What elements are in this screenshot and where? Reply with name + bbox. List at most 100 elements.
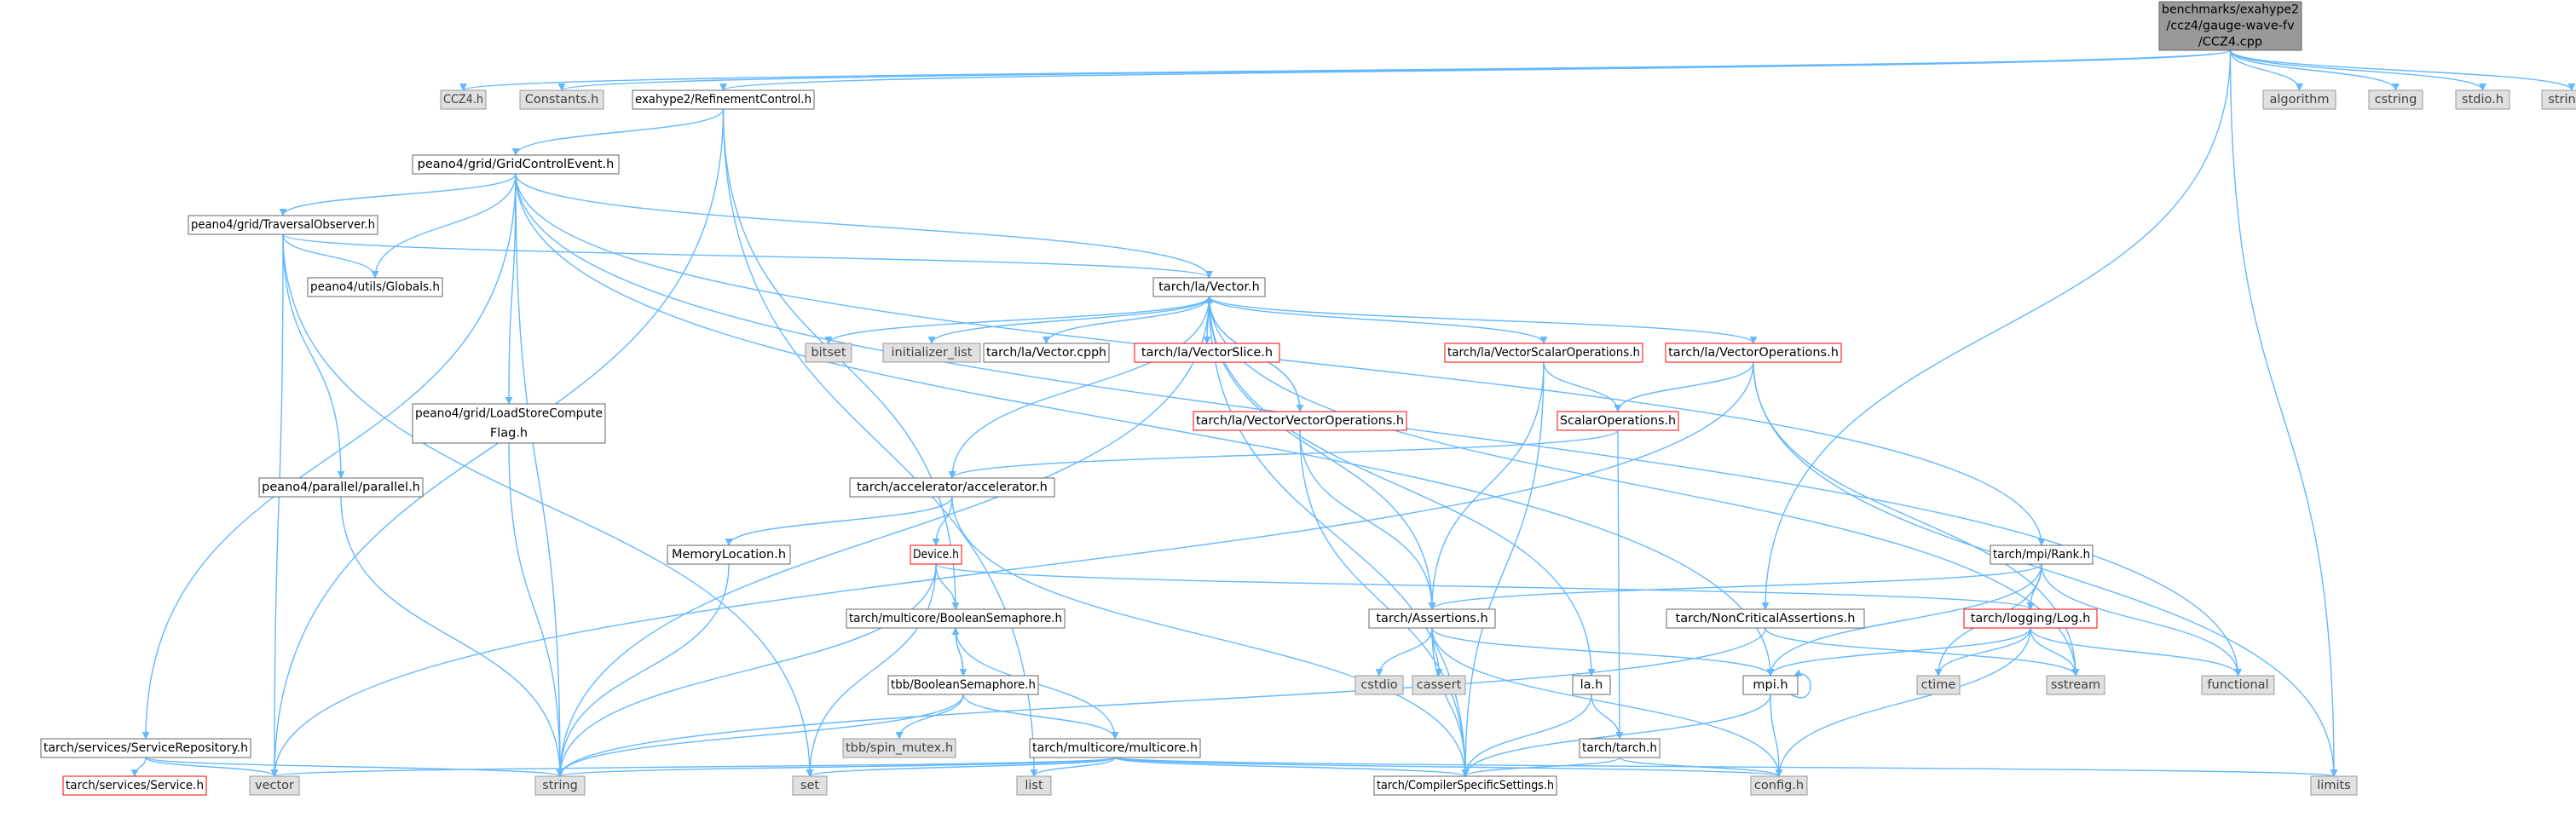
node-box bbox=[1373, 775, 1557, 796]
node-cstring[interactable]: cstring bbox=[2368, 89, 2423, 110]
node-box bbox=[1750, 775, 1808, 796]
edge-lah-to-compiler bbox=[1461, 694, 1592, 777]
node-box bbox=[1152, 277, 1266, 297]
edge-root-to-stdio bbox=[2229, 49, 2486, 91]
node-limits[interactable]: limits bbox=[2310, 775, 2358, 796]
node-vectorcpph[interactable]: tarch/la/Vector.cpph bbox=[983, 343, 1110, 363]
node-device[interactable]: Device.h bbox=[910, 544, 962, 565]
node-functional[interactable]: functional bbox=[2201, 675, 2275, 695]
edge-travobs-to-vector bbox=[282, 233, 1213, 279]
node-initlist[interactable]: initializer_list bbox=[882, 343, 981, 363]
node-label: tarch/logging/Log.h bbox=[1971, 612, 2091, 625]
node-box bbox=[792, 775, 828, 796]
node-root[interactable]: benchmarks/exahype2/ccz4/gauge-wave-fv/C… bbox=[2158, 1, 2302, 51]
node-scalarops[interactable]: ScalarOperations.h bbox=[1557, 411, 1679, 431]
edge-vector-to-vecscalar bbox=[1208, 296, 1548, 344]
node-label: cstdio bbox=[1360, 678, 1397, 692]
node-bitset[interactable]: bitset bbox=[805, 343, 852, 363]
node-label: Device.h bbox=[913, 548, 959, 562]
node-ctime[interactable]: ctime bbox=[1916, 675, 1961, 695]
node-string[interactable]: string bbox=[534, 775, 586, 796]
node-box bbox=[1444, 343, 1643, 363]
node-assertions[interactable]: tarch/Assertions.h bbox=[1368, 608, 1496, 629]
node-travobs[interactable]: peano4/grid/TraversalObserver.h bbox=[188, 215, 378, 235]
node-stringh[interactable]: string.h bbox=[2541, 89, 2576, 110]
node-sstream[interactable]: sstream bbox=[2046, 675, 2105, 695]
node-label: stdio.h bbox=[2462, 93, 2504, 107]
node-service[interactable]: tarch/services/Service.h bbox=[62, 775, 207, 796]
edge-vector-to-compiler bbox=[1208, 296, 1470, 777]
node-vecscalar[interactable]: tarch/la/VectorScalarOperations.h bbox=[1444, 343, 1643, 363]
node-vecvec[interactable]: tarch/la/VectorVectorOperations.h bbox=[1193, 411, 1407, 431]
node-tbbsem[interactable]: tbb/BooleanSemaphore.h bbox=[887, 675, 1039, 695]
node-cassert[interactable]: cassert bbox=[1412, 675, 1466, 695]
node-lah[interactable]: la.h bbox=[1572, 675, 1611, 695]
node-label: tarch/services/Service.h bbox=[66, 779, 204, 792]
node-config[interactable]: config.h bbox=[1750, 775, 1808, 796]
node-vectorslice[interactable]: tarch/la/VectorSlice.h bbox=[1134, 343, 1280, 363]
node-vectorstd[interactable]: vector bbox=[249, 775, 300, 796]
node-mpih[interactable]: mpi.h bbox=[1742, 675, 1799, 695]
edge-travobs-to-parallel bbox=[282, 233, 345, 479]
node-label: initializer_list bbox=[892, 346, 973, 360]
node-box bbox=[667, 544, 791, 565]
edge-noncrit-to-string bbox=[556, 627, 1766, 777]
node-servrepo[interactable]: tarch/services/ServiceRepository.h bbox=[40, 738, 251, 758]
node-ccz4h[interactable]: CCZ4.h bbox=[440, 89, 487, 110]
node-vecops[interactable]: tarch/la/VectorOperations.h bbox=[1665, 343, 1842, 363]
edge-gridctrl-to-travobs bbox=[279, 173, 517, 216]
node-label: peano4/utils/Globals.h bbox=[310, 280, 440, 294]
edge-vecscalar-to-compiler bbox=[1461, 361, 1545, 777]
node-label: tbb/spin_mutex.h bbox=[846, 741, 953, 755]
node-rank[interactable]: tarch/mpi/Rank.h bbox=[1990, 544, 2094, 565]
node-constants[interactable]: Constants.h bbox=[519, 89, 604, 110]
node-boolsem[interactable]: tarch/multicore/BooleanSemaphore.h bbox=[846, 608, 1066, 629]
node-parallel[interactable]: peano4/parallel/parallel.h bbox=[258, 477, 424, 498]
edge-travobs-to-set bbox=[282, 233, 814, 777]
node-memloc[interactable]: MemoryLocation.h bbox=[667, 544, 791, 565]
node-multicore[interactable]: tarch/multicore/multicore.h bbox=[1029, 738, 1201, 758]
edge-mpih-to-compiler bbox=[1461, 694, 1771, 777]
edge-assertions-to-config bbox=[1431, 627, 1783, 777]
node-globals[interactable]: peano4/utils/Globals.h bbox=[307, 277, 443, 297]
node-list[interactable]: list bbox=[1016, 775, 1052, 796]
node-box bbox=[1016, 775, 1052, 796]
node-label: peano4/grid/TraversalObserver.h bbox=[191, 218, 375, 232]
edge-travobs-to-globals bbox=[282, 233, 379, 279]
node-box bbox=[805, 343, 852, 363]
edge-gridctrl-to-loadstore bbox=[505, 173, 517, 405]
edge-root-to-limits bbox=[2229, 49, 2338, 777]
edge-mpih-to-config bbox=[1770, 694, 1783, 777]
edge-scalarops-to-accel bbox=[948, 429, 1619, 479]
node-label: tarch/la/VectorOperations.h bbox=[1668, 346, 1839, 360]
node-noncrit[interactable]: tarch/NonCriticalAssertions.h bbox=[1666, 608, 1865, 629]
node-box bbox=[534, 775, 586, 796]
node-label: tarch/mpi/Rank.h bbox=[1993, 548, 2090, 562]
node-box bbox=[2310, 775, 2358, 796]
node-algorithm[interactable]: algorithm bbox=[2262, 89, 2336, 110]
node-label: set bbox=[800, 779, 819, 792]
edge-loadstore-to-string bbox=[508, 442, 564, 777]
edge-servrepo-to-service bbox=[130, 757, 147, 777]
node-label: exahype2/RefinementControl.h bbox=[635, 93, 811, 107]
node-tarchh[interactable]: tarch/tarch.h bbox=[1579, 738, 1661, 758]
node-tbbspin[interactable]: tbb/spin_mutex.h bbox=[842, 738, 956, 758]
node-refctrl[interactable]: exahype2/RefinementControl.h bbox=[632, 89, 815, 110]
node-cstdio[interactable]: cstdio bbox=[1354, 675, 1404, 695]
node-gridctrl[interactable]: peano4/grid/GridControlEvent.h bbox=[412, 154, 620, 175]
edge-root-to-refctrl bbox=[719, 49, 2232, 91]
edge-log-to-config bbox=[1775, 627, 2031, 777]
node-box bbox=[632, 89, 815, 110]
edge-tbbsem-to-tbbspin bbox=[895, 694, 964, 740]
node-log[interactable]: tarch/logging/Log.h bbox=[1963, 608, 2098, 629]
node-compiler[interactable]: tarch/CompilerSpecificSettings.h bbox=[1373, 775, 1557, 796]
node-vector[interactable]: tarch/la/Vector.h bbox=[1152, 277, 1266, 297]
node-label: ctime bbox=[1921, 678, 1956, 692]
node-set[interactable]: set bbox=[792, 775, 828, 796]
edge-vector-to-bitset bbox=[824, 296, 1210, 344]
node-accel[interactable]: tarch/accelerator/accelerator.h bbox=[849, 477, 1055, 498]
edge-assertions-to-mpih bbox=[1431, 627, 1775, 677]
edge-tbbsem-to-boolsem bbox=[951, 627, 964, 677]
node-stdio[interactable]: stdio.h bbox=[2455, 89, 2510, 110]
